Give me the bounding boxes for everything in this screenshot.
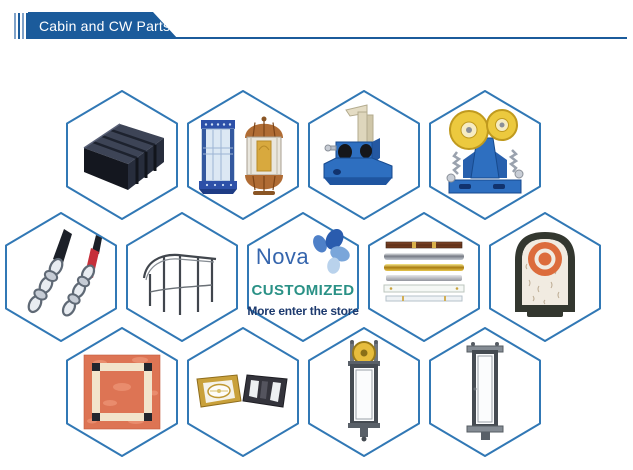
- sliding-guide-shoe-image: [323, 104, 393, 185]
- counterweight-frame-with-sheave-image: [348, 340, 380, 442]
- hexagon-cwt-frame: [429, 327, 541, 457]
- flower-icon: [313, 228, 350, 274]
- hexagon-handrails: [368, 212, 480, 342]
- hexagon-cabin-floor: [66, 327, 178, 457]
- brand-name: Nova: [255, 243, 310, 269]
- cabin-ceiling-panels-image: [196, 374, 288, 408]
- hexagon-balustrade: [126, 212, 238, 342]
- marble-cabin-floor-image: [83, 354, 161, 430]
- panoramic-elevator-cabins-image: [199, 116, 283, 195]
- hexagon-cwt-frame-sheave: [308, 327, 420, 457]
- hexagon-counterweight-blocks: [66, 90, 178, 220]
- hexagon-nova-brand: Nova CUSTOMIZED More enter the store: [247, 212, 359, 342]
- hexagon-sliding-guide-shoe: [308, 90, 420, 220]
- speckled-arch-weight-image: [515, 232, 575, 317]
- hexagon-elevator-cabins: [187, 90, 299, 220]
- hexagon-ceiling-panels: [187, 327, 299, 457]
- roller-guide-shoe-image: [446, 109, 524, 194]
- store-link[interactable]: More enter the store: [247, 303, 359, 318]
- section-title: Cabin and CW Parts: [39, 17, 171, 34]
- car-top-balustrade-image: [142, 253, 217, 315]
- counterweight-filler-blocks-image: [83, 123, 164, 190]
- hexagon-arch-weight: [489, 212, 601, 342]
- section-title-banner: Cabin and CW Parts: [28, 12, 178, 39]
- header-rule: [28, 37, 627, 39]
- counterweight-frame-image: [466, 342, 504, 440]
- hexagon-roller-guide-shoe: [429, 90, 541, 220]
- cabin-handrails-image: [383, 241, 465, 302]
- header-accent-stripes: [14, 13, 28, 39]
- compensation-chains-image: [27, 229, 102, 317]
- brand-tagline: CUSTOMIZED: [251, 281, 355, 299]
- hexagon-compensation-chains: [5, 212, 117, 342]
